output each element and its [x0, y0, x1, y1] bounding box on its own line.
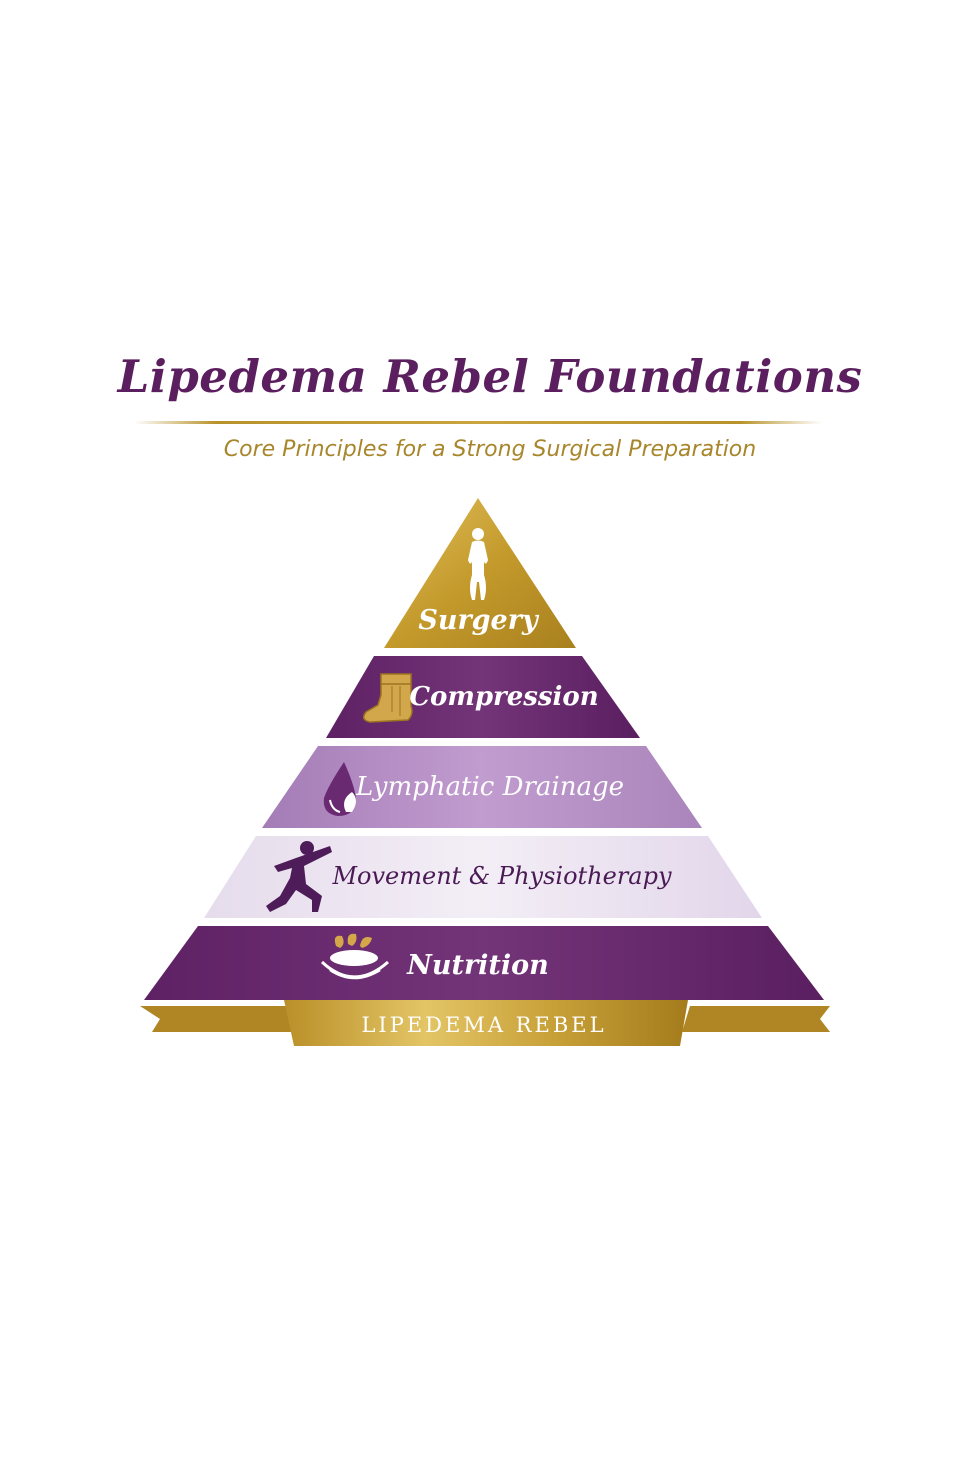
page-subtitle: Core Principles for a Strong Surgical Pr…	[223, 437, 757, 462]
tier-lymphatic-shape	[262, 746, 702, 828]
page-title: Lipedema Rebel Foundations	[117, 350, 863, 403]
tier-movement-shape	[204, 836, 762, 918]
tier-movement-physiotherapy: Movement & Physiotherapy	[204, 836, 762, 918]
water-drop-leaf-icon	[323, 762, 356, 816]
tier-label-surgery: Surgery	[418, 605, 540, 636]
tier-compression: Compression	[326, 656, 640, 738]
banner-center	[284, 1000, 688, 1046]
brand-banner: LIPEDEMA REBEL	[140, 1000, 830, 1046]
compression-sock-icon	[363, 673, 413, 723]
tier-lymphatic-drainage: Lymphatic Drainage	[262, 746, 702, 828]
tier-label-lymphatic-drainage: Lymphatic Drainage	[355, 772, 624, 802]
banner-label: LIPEDEMA REBEL	[361, 1013, 606, 1037]
banner-tail-right	[682, 1006, 830, 1032]
tier-label-compression: Compression	[409, 682, 598, 712]
bowl-leaves-icon	[320, 933, 389, 980]
tier-surgery: Surgery	[384, 498, 576, 648]
tier-label-movement-physiotherapy: Movement & Physiotherapy	[331, 862, 672, 890]
tier-label-nutrition: Nutrition	[406, 950, 549, 981]
title-divider	[134, 421, 822, 424]
female-silhouette-icon	[468, 528, 488, 600]
tier-nutrition: Nutrition	[144, 926, 824, 1000]
running-figure-icon	[266, 841, 332, 912]
banner-tail-left	[140, 1006, 296, 1032]
tier-nutrition-shape	[144, 926, 824, 1000]
